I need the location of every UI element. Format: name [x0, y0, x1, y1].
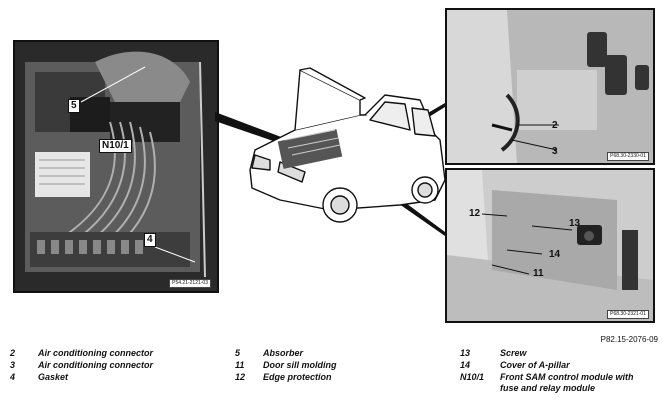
- footwell-lower-photo: 12 13 14 11 P68.30-2321-01: [445, 168, 655, 323]
- footwell-upper-illustration: [447, 10, 653, 163]
- legend-item: N10/1 Front SAM control module with fuse…: [460, 372, 650, 394]
- photo-ref-code: P68.30-2321-01: [607, 310, 649, 319]
- legend-label: Gasket: [38, 372, 69, 382]
- legend-number: 11: [235, 360, 245, 370]
- legend-label: Screw: [500, 348, 527, 358]
- callout-n10-1: N10/1: [99, 139, 132, 153]
- legend-label: Front SAM control module with fuse and r…: [500, 372, 634, 393]
- legend-item: 3 Air conditioning connector: [10, 360, 213, 371]
- callout-5: 5: [68, 99, 80, 113]
- legend-number: 4: [10, 372, 16, 382]
- callout-2: 2: [552, 120, 558, 131]
- legend-number: 2: [10, 348, 16, 358]
- photo-ref-code: P54.21-2121-03: [169, 279, 211, 288]
- callout-13: 13: [569, 218, 581, 229]
- legend-label: Cover of A-pillar: [500, 360, 570, 370]
- legend-item: 12 Edge protection: [235, 372, 438, 383]
- legend-label: Air conditioning connector: [38, 360, 153, 370]
- photo-ref-code: P68.30-2330-01: [607, 152, 649, 161]
- legend-label: Air conditioning connector: [38, 348, 153, 358]
- figure-id: P82.15-2076-09: [600, 335, 658, 344]
- legend-number: 5: [235, 348, 241, 358]
- legend-number: 3: [10, 360, 16, 370]
- legend-number: 13: [460, 348, 471, 358]
- legend-label: Door sill molding: [263, 360, 337, 370]
- legend-item: 11 Door sill molding: [235, 360, 438, 371]
- legend-item: 13 Screw: [460, 348, 660, 359]
- legend-number: 12: [235, 372, 246, 382]
- car-illustration: [249, 67, 446, 223]
- footwell-upper-photo: 2 3 P68.30-2330-01: [445, 8, 655, 165]
- legend-item: 5 Absorber: [235, 348, 438, 359]
- legend-label: Absorber: [263, 348, 304, 358]
- legend-item: 4 Gasket: [10, 372, 213, 383]
- footwell-lower-illustration: [447, 170, 653, 321]
- callout-14: 14: [549, 249, 561, 260]
- legend-item: 14 Cover of A-pillar: [460, 360, 660, 371]
- legend-item: 2 Air conditioning connector: [10, 348, 213, 359]
- legend-label: Edge protection: [263, 372, 332, 382]
- callout-11: 11: [533, 268, 544, 279]
- callout-3: 3: [552, 146, 558, 157]
- fuse-box-illustration: [15, 42, 217, 291]
- legend-number: N10/1: [460, 372, 485, 382]
- callout-12: 12: [469, 208, 481, 219]
- fuse-box-photo: 5 N10/1 4 P54.21-2121-03: [13, 40, 219, 293]
- legend-number: 14: [460, 360, 471, 370]
- callout-4: 4: [144, 233, 156, 247]
